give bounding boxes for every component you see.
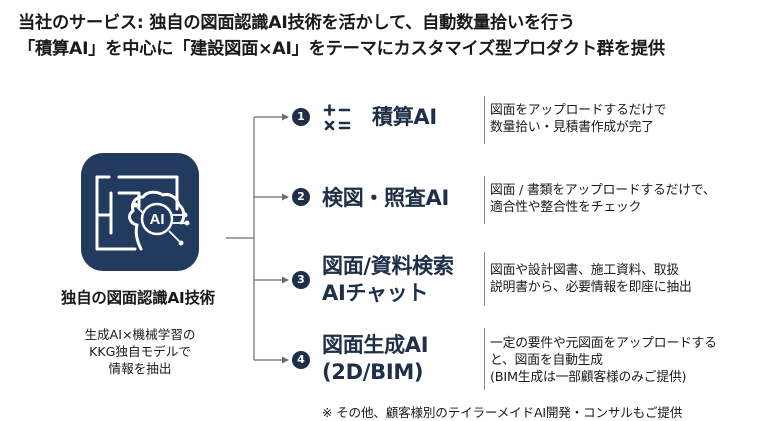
service-title-sekisan: 積算AI — [372, 104, 437, 130]
desc-line: 図面をアップロードするだけで — [490, 103, 667, 118]
core-desc-line: 生成AI×機械学習の — [84, 327, 196, 342]
arrow-head — [282, 113, 289, 121]
footnote: ※ その他、顧客様別のテイラーメイドAI開発・コンサルもご提供 — [322, 405, 683, 420]
core-desc-line: 情報を抽出 — [108, 361, 172, 376]
core-title: 独自の図面認識AI技術 — [61, 289, 215, 307]
calculator-symbols-icon — [323, 104, 351, 131]
arrow-head — [282, 276, 289, 284]
divider — [484, 176, 485, 224]
desc-line: 適合性や整合性をチェック — [490, 200, 642, 215]
service-number-badge: 2 — [292, 188, 310, 206]
arrow-head — [282, 356, 289, 364]
service-title-line: 積算AI — [372, 105, 437, 129]
service-desc-generate: 一定の要件や元図面をアップロードする と、図面を自動生成 (BIM生成は一部顧客… — [490, 335, 717, 386]
service-title-line: 検図・照査AI — [322, 186, 449, 210]
desc-line: 一定の要件や元図面をアップロードする — [490, 336, 717, 351]
service-title-generate: 図面生成AI (2D/BIM) — [322, 332, 429, 386]
service-number-badge: 4 — [292, 351, 310, 369]
divider — [484, 96, 485, 144]
service-title-line: AIチャット — [322, 281, 429, 305]
service-desc-sekisan: 図面をアップロードするだけで 数量拾い・見積書作成が完了 — [490, 102, 667, 136]
desc-line: 説明書から、必要情報を即座に抽出 — [490, 280, 692, 295]
headline-line-1: 当社のサービス: 独自の図面認識AI技術を活かして、自動数量拾いを行う — [18, 13, 575, 33]
core-description: 生成AI×機械学習の KKG独自モデルで 情報を抽出 — [42, 326, 238, 377]
logo-ai-text: AI — [150, 211, 165, 228]
service-title-kenzu: 検図・照査AI — [322, 185, 449, 211]
service-desc-search-chat: 図面や設計図書、施工資料、取扱 説明書から、必要情報を即座に抽出 — [490, 262, 692, 296]
divider — [484, 328, 485, 390]
service-title-line: 図面生成AI — [322, 333, 429, 357]
service-number-badge: 3 — [292, 271, 310, 289]
service-title-line: (2D/BIM) — [322, 360, 424, 384]
desc-line: (BIM生成は一部顧客様のみご提供) — [490, 370, 687, 385]
service-desc-kenzu: 図面 / 書類をアップロードするだけで、 適合性や整合性をチェック — [490, 182, 716, 216]
desc-line: 数量拾い・見積書作成が完了 — [490, 120, 654, 135]
service-number-badge: 1 — [292, 108, 310, 126]
service-title-line: 図面/資料検索 — [322, 254, 454, 278]
desc-line: 図面 / 書類をアップロードするだけで、 — [490, 183, 716, 198]
divider — [484, 252, 485, 306]
headline-line-2: 「積算AI」を中心に「建設図面×AI」をテーマにカスタマイズ型プロダクト群を提供 — [18, 39, 665, 59]
desc-line: 図面や設計図書、施工資料、取扱 — [490, 263, 679, 278]
core-desc-line: KKG独自モデルで — [89, 344, 191, 359]
ai-head-blueprint-icon: AI — [81, 153, 199, 271]
desc-line: と、図面を自動生成 — [490, 353, 603, 368]
service-title-search-chat: 図面/資料検索 AIチャット — [322, 253, 454, 307]
arrow-head — [282, 193, 289, 201]
